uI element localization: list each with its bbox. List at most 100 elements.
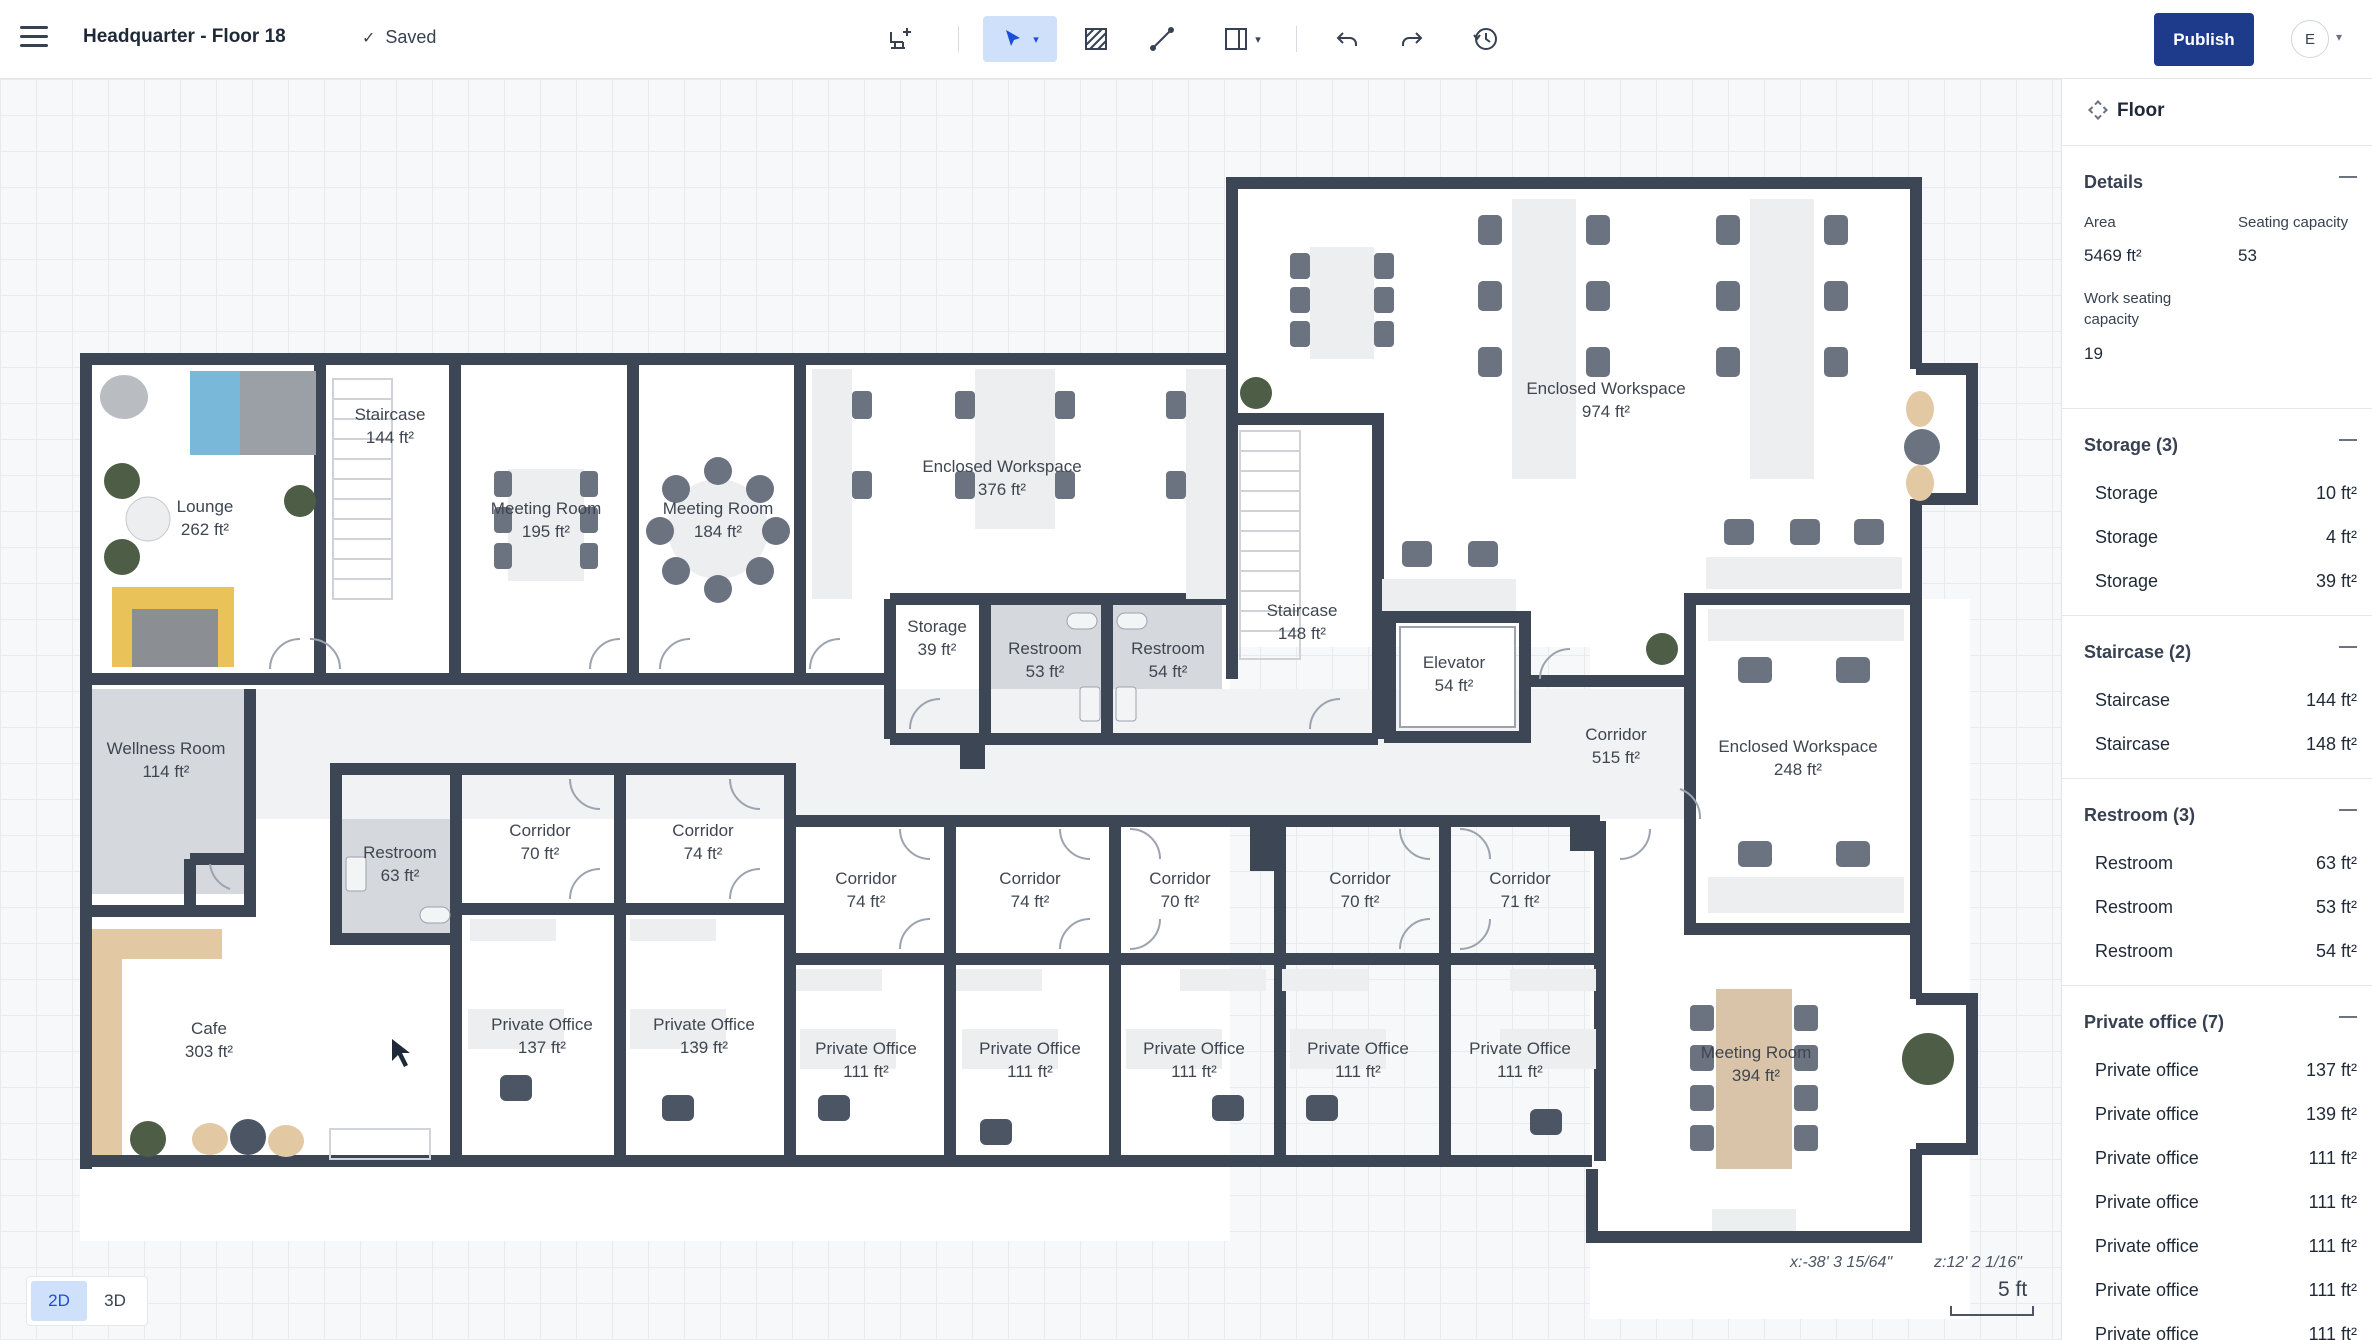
select-tool-button[interactable]: ▾	[983, 16, 1057, 62]
area-value: 5469 ft²	[2084, 246, 2142, 265]
section-title: Private office (7)	[2084, 1012, 2225, 1032]
avatar[interactable]: E	[2291, 20, 2329, 58]
hatch-area-icon[interactable]	[1074, 16, 1118, 62]
seating-value: 53	[2238, 246, 2257, 265]
view-3d-button[interactable]: 3D	[104, 1291, 126, 1310]
cursor-x-coordinate: x:-38' 3 15/64"	[1790, 1254, 1893, 1271]
section-title: Storage (3)	[2084, 435, 2179, 455]
floor-icon	[2088, 100, 2108, 120]
cursor-icon	[1006, 30, 1021, 46]
collapse-icon[interactable]	[2339, 809, 2357, 811]
section-title: Staircase (2)	[2084, 642, 2192, 662]
floor-plan[interactable]	[0, 79, 2061, 1340]
panel-title: Floor	[2117, 100, 2165, 121]
section-title: Restroom (3)	[2084, 805, 2196, 825]
panel-header: Floor	[2062, 79, 2372, 146]
publish-button[interactable]: Publish	[2154, 13, 2254, 66]
collapse-icon[interactable]	[2339, 439, 2357, 441]
section-title: Details	[2084, 172, 2144, 192]
toolbar-divider	[958, 26, 959, 52]
collapse-icon[interactable]	[2339, 646, 2357, 648]
line-icon[interactable]	[1140, 16, 1184, 62]
view-mode-toggle: 2D 3D	[26, 1276, 148, 1326]
view-2d-button[interactable]: 2D	[31, 1281, 87, 1321]
save-status: ✓ Saved	[362, 27, 436, 48]
undo-icon[interactable]	[1325, 16, 1369, 62]
mouse-cursor	[392, 1039, 410, 1067]
collapse-icon[interactable]	[2339, 176, 2357, 178]
details-section: Details Area 5469 ft² Seating capacity 5…	[2062, 146, 2372, 409]
collapse-icon[interactable]	[2339, 1016, 2357, 1018]
save-status-label: Saved	[385, 27, 437, 47]
seating-label: Seating capacity	[2238, 214, 2349, 231]
scale-bar	[1950, 1306, 2034, 1316]
top-bar: Headquarter - Floor 18 ✓ Saved ▾ ▾ Publis…	[0, 0, 2372, 79]
work-seating-value: 19	[2084, 344, 2103, 363]
chevron-down-icon: ▾	[1033, 33, 1039, 46]
properties-panel: Floor Details Area 5469 ft² Seating capa…	[2061, 79, 2372, 1340]
wall-icon[interactable]: ▾	[1212, 16, 1272, 62]
document-title[interactable]: Headquarter - Floor 18	[83, 26, 286, 47]
scale-label: 5 ft	[1998, 1278, 2028, 1301]
add-furniture-icon[interactable]	[878, 16, 922, 62]
toolbar-divider	[1296, 26, 1297, 52]
chevron-down-icon[interactable]: ▾	[2336, 30, 2343, 44]
history-icon[interactable]	[1464, 16, 1508, 62]
menu-icon[interactable]	[20, 26, 48, 48]
redo-icon[interactable]	[1390, 16, 1434, 62]
cursor-z-coordinate: z:12' 2 1/16"	[1934, 1254, 2022, 1271]
check-icon: ✓	[362, 30, 376, 47]
details-grid: Area 5469 ft² Seating capacity 53 Work s…	[2062, 198, 2372, 408]
